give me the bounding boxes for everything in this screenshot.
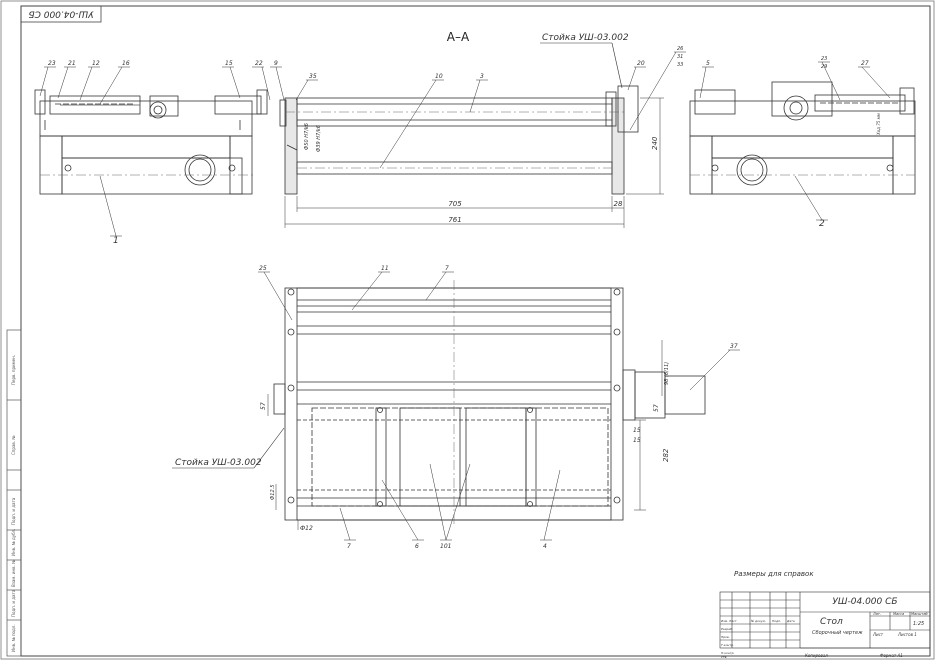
plan-dimensions <box>267 340 663 530</box>
stand-ref-top-leader-2 <box>611 42 623 89</box>
balloon-15a: 15 <box>225 60 233 67</box>
dim-705: 705 <box>448 200 462 208</box>
balloon-1: 1 <box>113 236 119 246</box>
balloon-10: 10 <box>435 73 443 80</box>
side-stamp-1: Перв. примен. <box>11 355 16 385</box>
title-sheet: Лист <box>872 632 884 637</box>
stand-reference-top: Стойка УШ-03.002 <box>542 33 629 43</box>
balloon-11: 11 <box>381 265 389 272</box>
tb-row-podp: Подп. <box>772 619 781 623</box>
title-name: Стол <box>820 617 843 627</box>
balloon-labels: 23 21 12 16 15 22 9 35 10 3 20 26 31 33 … <box>48 46 869 550</box>
balloon-25: 25 <box>259 265 267 272</box>
balloon-6: 6 <box>415 543 419 550</box>
dim-57-right: 57 <box>653 404 660 412</box>
title-scale: 1:25 <box>913 621 924 627</box>
side-stamp-3: Подп. и дата <box>11 497 16 525</box>
dim-15: 15 <box>633 427 641 434</box>
side-stamp-6: Подп. и дата <box>11 589 16 617</box>
dim-98: 98 (6/11) <box>664 362 670 385</box>
balloon-7a: 7 <box>445 265 449 272</box>
title-block-rows: Изм. Лист № докум. Подп. Дата Разраб. Пр… <box>721 619 795 659</box>
center-dimensions <box>284 97 664 228</box>
title-designation: УШ-04.000 СБ <box>832 597 897 607</box>
dim-phi-39: Ф39 H7/k6 <box>316 125 322 152</box>
title-sheets: Листов 1 <box>897 632 917 637</box>
right-end-view <box>689 81 916 195</box>
side-stamp-4: Инв. № дубл. <box>11 529 16 556</box>
top-left-stamp-text: УШ-04.000 СБ <box>28 9 93 19</box>
balloon-20: 20 <box>637 60 645 67</box>
tb-row-izm: Изм. Лист <box>721 619 737 623</box>
balloon-5: 5 <box>706 60 710 67</box>
title-col-scale: Масштаб <box>911 612 928 616</box>
tb-row-tkontr: Т.контр. <box>721 643 734 647</box>
balloon-2: 2 <box>819 219 825 229</box>
title-copied: Копировал <box>805 653 828 658</box>
dim-phi-50: Ф50 H7/k6 <box>304 123 310 150</box>
plan-view <box>273 280 706 525</box>
balloon-16: 16 <box>122 60 130 67</box>
center-section-view <box>279 85 639 195</box>
dim-240: 240 <box>651 136 659 150</box>
title-col-mass: Масса <box>893 612 904 616</box>
title-block <box>719 591 931 649</box>
side-stamp-labels: Перв. примен. Справ. № Подп. и дата Инв.… <box>11 355 16 652</box>
balloon-23a: 23 <box>48 60 56 67</box>
stand-ref-left-leader-2 <box>253 427 285 469</box>
dim-57-left: 57 <box>260 402 267 410</box>
reference-note: Размеры для справок <box>734 570 814 578</box>
balloon-12: 12 <box>92 60 100 67</box>
title-format: Формат А1 <box>880 653 903 658</box>
balloon-3: 3 <box>480 73 484 80</box>
balloon-26: 26 <box>677 46 683 52</box>
dim-282: 282 <box>662 448 670 462</box>
balloon-27: 27 <box>861 60 869 67</box>
side-stamp-2: Справ. № <box>11 436 16 455</box>
title-doc-type: Сборочный чертеж <box>812 630 863 636</box>
balloon-9: 9 <box>274 60 278 67</box>
top-left-stamp: УШ-04.000 СБ <box>20 5 102 23</box>
tb-row-utv: Утв. <box>721 655 727 659</box>
tb-row-razrab: Разраб. <box>721 627 733 631</box>
balloon-37: 37 <box>730 343 738 350</box>
tb-row-nkontr: Н.контр. <box>721 651 734 655</box>
dim-travel: Ход 75 мм <box>876 113 881 136</box>
dim-28: 28 <box>614 200 623 208</box>
left-end-view <box>34 89 268 195</box>
leader-lines <box>39 51 891 541</box>
balloon-4: 4 <box>543 543 547 550</box>
balloon-7b: 7 <box>347 543 351 550</box>
balloon-21a: 21 <box>68 60 76 67</box>
dim-761: 761 <box>448 216 461 224</box>
balloon-15b: 15 <box>633 437 641 444</box>
side-stamp-column <box>6 329 22 657</box>
side-stamp-5: Взам. инв. № <box>11 560 16 587</box>
balloon-35: 35 <box>309 73 317 80</box>
tb-row-data: Дата <box>786 619 795 623</box>
balloon-33: 33 <box>677 62 683 68</box>
balloon-29: 29 <box>821 64 827 70</box>
tb-row-prov: Пров. <box>721 635 730 639</box>
balloon-22: 22 <box>255 60 263 67</box>
section-title: A–A <box>447 30 470 44</box>
tb-row-ndok: № докум. <box>750 619 766 623</box>
dim-phi-12-5: Ф12.5 <box>270 485 276 500</box>
balloon-101: 101 <box>440 543 451 550</box>
dim-phi-12: Ф12 <box>300 525 313 532</box>
stand-reference-left: Стойка УШ-03.002 <box>175 458 262 468</box>
title-col-lit: Лит. <box>872 612 881 616</box>
balloon-23b: 23 <box>821 56 827 62</box>
balloon-31: 31 <box>677 54 683 60</box>
side-stamp-7: Инв. № подл. <box>11 624 16 652</box>
